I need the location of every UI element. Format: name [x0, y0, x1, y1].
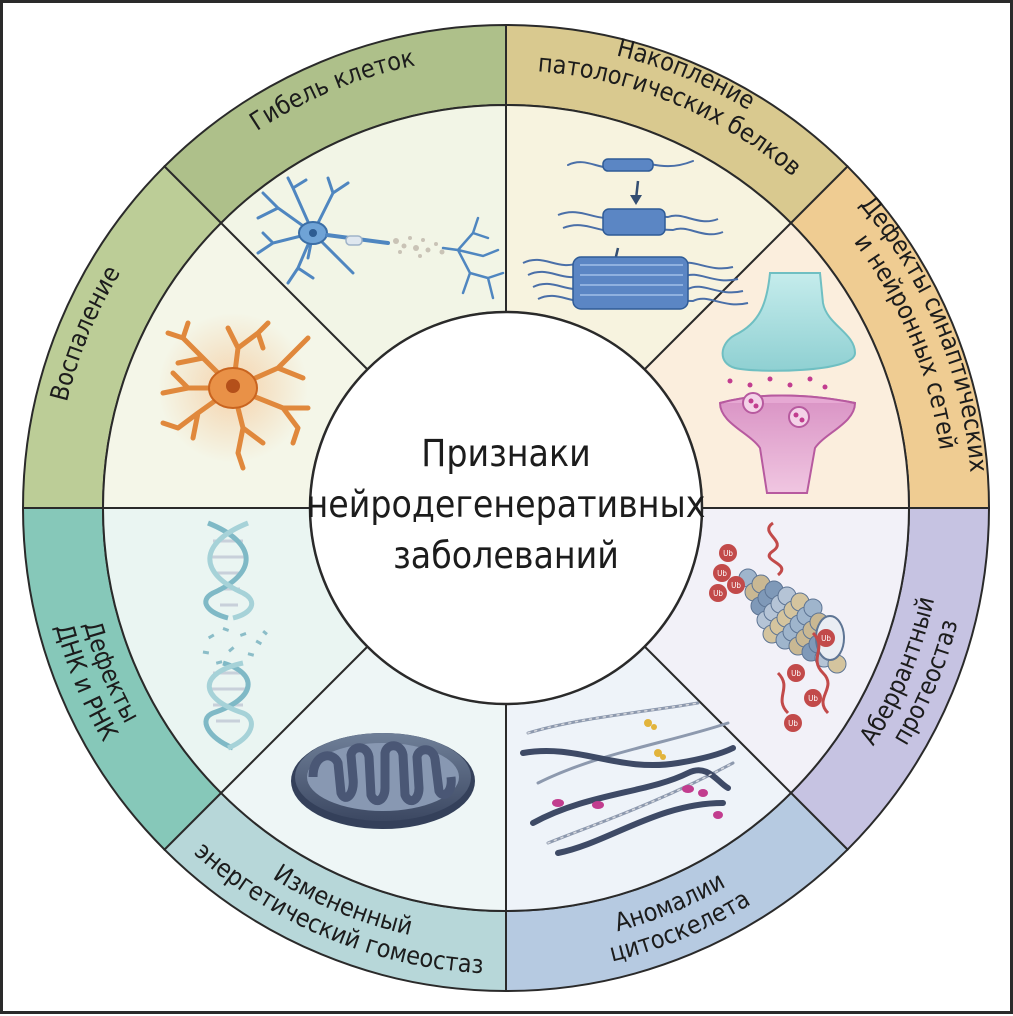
ubiquitin-label: Ub [791, 669, 801, 678]
protein-fibril-aggregation-icon [522, 158, 749, 310]
center-title-line-1: Признаки [421, 432, 590, 475]
dna-helix-broken-icon [202, 520, 268, 751]
ubiquitin-label: Ub [821, 634, 831, 643]
ubiquitin-tags: Ub Ub Ub Ub Ub Ub Ub Ub [709, 544, 835, 732]
outer-label-ring [21, 23, 991, 993]
cytoskeleton-filaments-icon [520, 701, 736, 856]
neuron-degenerating-icon [256, 176, 505, 300]
ubiquitin-label: Ub [717, 569, 727, 578]
synapse-icon [718, 272, 857, 494]
ubiquitin-label: Ub [788, 719, 798, 728]
mitochondrion-icon [291, 733, 475, 829]
proteasome-icon: Ub Ub Ub Ub Ub Ub Ub Ub [709, 521, 847, 732]
center-title: Признаки нейродегенеративных заболеваний [306, 310, 706, 706]
center-title-line-3: заболеваний [393, 534, 619, 577]
center-title-line-2: нейродегенеративных [306, 483, 705, 526]
ubiquitin-label: Ub [723, 549, 733, 558]
microglia-cell-icon [158, 313, 311, 471]
ubiquitin-label: Ub [808, 694, 818, 703]
ubiquitin-label: Ub [731, 581, 741, 590]
ubiquitin-label: Ub [713, 589, 723, 598]
